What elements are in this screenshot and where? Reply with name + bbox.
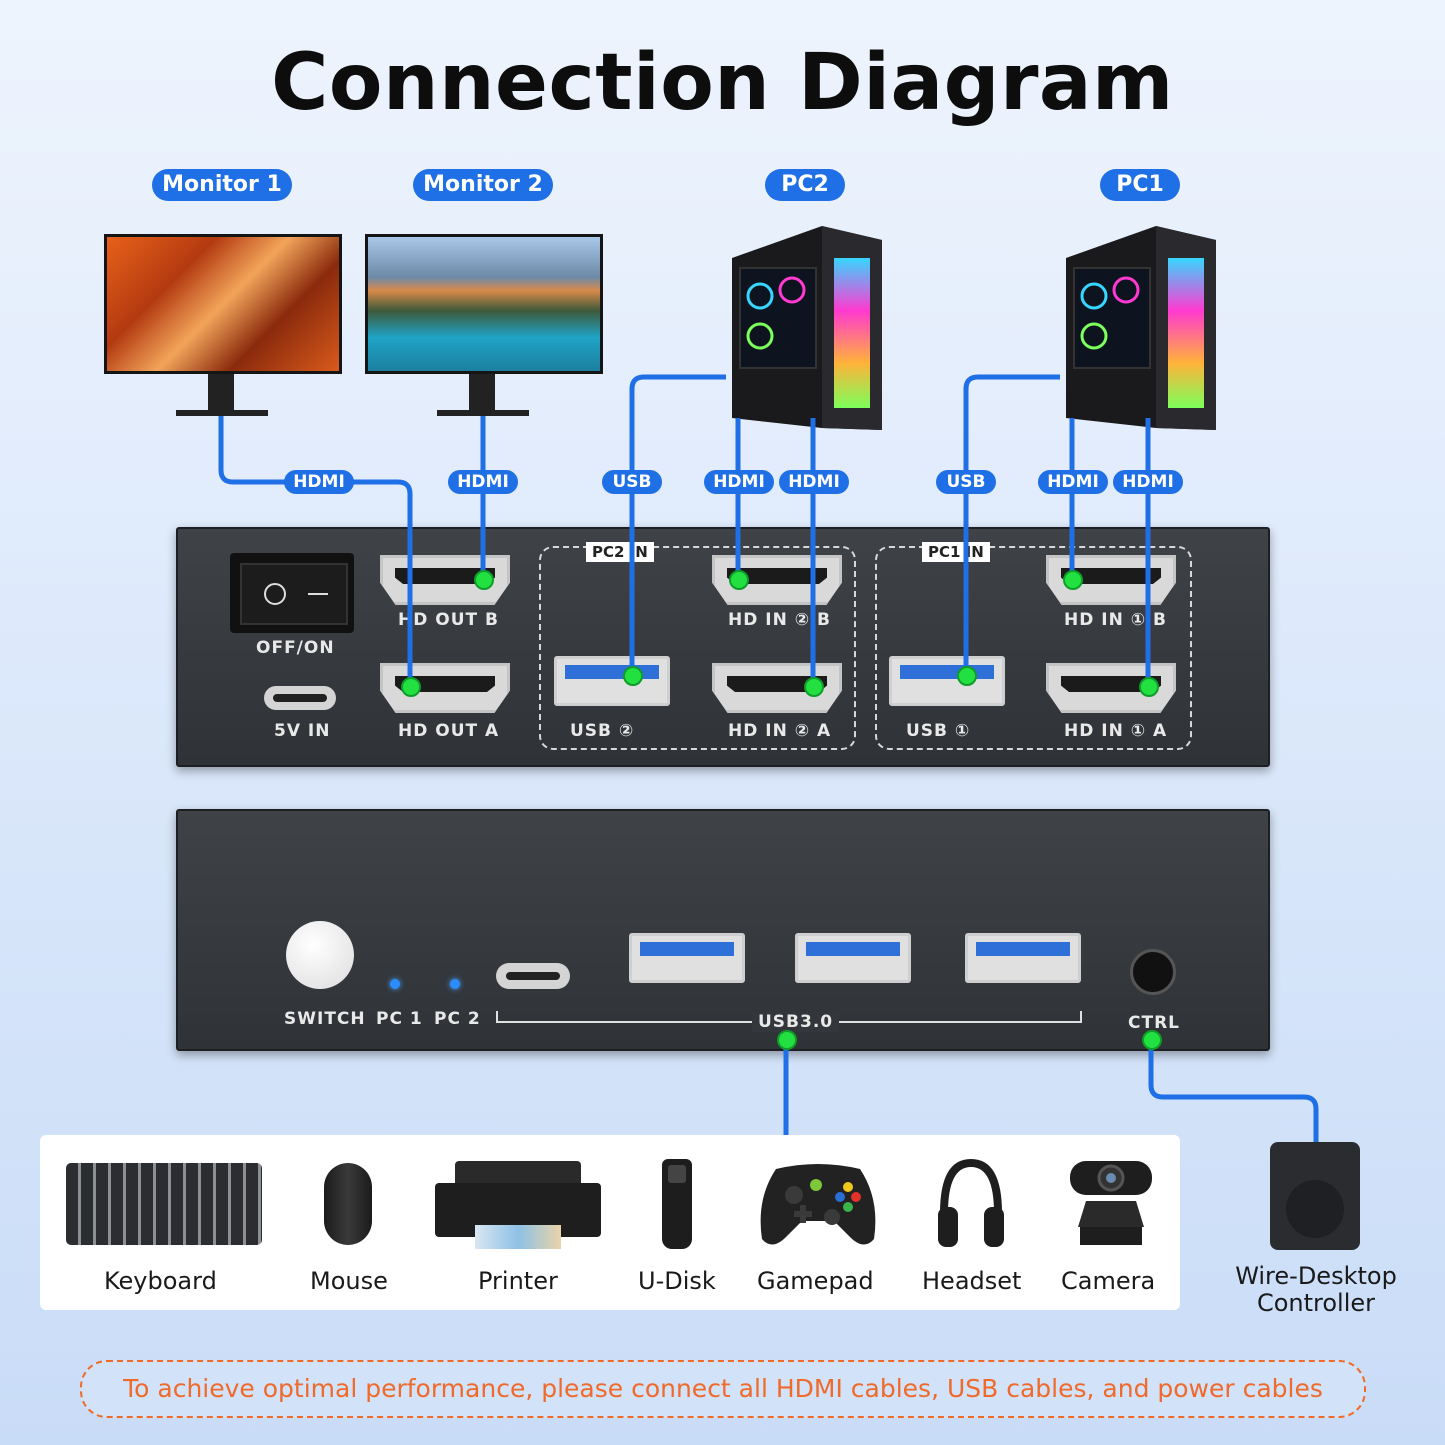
pc1-in-label: PC1 IN [922, 542, 990, 562]
ctrl-jack[interactable] [1130, 949, 1176, 995]
kvm-front-panel: SWITCH PC 1 PC 2 USB3.0 CTRL [176, 809, 1270, 1051]
device-label-keyboard: Keyboard [104, 1267, 217, 1295]
power-switch[interactable] [230, 553, 354, 633]
peripheral-devices-card: Keyboard Mouse Printer U-Disk Gamepad He… [40, 1135, 1180, 1310]
pc2-in-label: PC2 IN [586, 542, 654, 562]
controller-label-line1: Wire-Desktop [1235, 1262, 1397, 1290]
device-label-gamepad: Gamepad [757, 1267, 874, 1295]
camera-icon [1070, 1161, 1152, 1245]
front-usb-port-3[interactable] [965, 933, 1081, 983]
power-off-icon [264, 583, 286, 605]
pc1-tower [1066, 226, 1216, 430]
device-label-printer: Printer [478, 1267, 558, 1295]
dot-hd-in-1b [1063, 570, 1083, 590]
hdmi-tag-monitor2: HDMI [448, 470, 518, 494]
performance-notice: To achieve optimal performance, please c… [80, 1360, 1366, 1418]
monitor1-pill: Monitor 1 [152, 169, 292, 201]
switch-button[interactable] [286, 921, 354, 989]
hd-in-2b-label: HD IN ② B [728, 610, 831, 630]
hdmi-tag-pc1-b: HDMI [1038, 470, 1108, 494]
page-title: Connection Diagram [271, 38, 1174, 128]
monitor-2-base [437, 410, 529, 416]
wire-desktop-controller [1270, 1142, 1360, 1250]
hd-in-1a-label: HD IN ① A [1064, 721, 1168, 741]
dot-hd-in-1a [1139, 677, 1159, 697]
usb1-label: USB ① [906, 721, 971, 741]
front-usb-port-2[interactable] [795, 933, 911, 983]
cable-controller [1148, 1038, 1319, 1142]
pc1-pill: PC1 [1100, 169, 1180, 201]
hd-out-a-label: HD OUT A [398, 721, 500, 741]
hd-in-2a-port[interactable] [712, 663, 842, 713]
monitor-1-base [176, 410, 268, 416]
headset-icon [938, 1158, 1004, 1247]
device-label-mouse: Mouse [310, 1267, 388, 1295]
usb3-label: USB3.0 [752, 1012, 840, 1032]
dot-usb2 [623, 666, 643, 686]
usb2-label: USB ② [570, 721, 635, 741]
pc1-led-icon [390, 979, 400, 989]
usb-bracket-left [496, 1011, 498, 1023]
monitor-2-screen [365, 234, 603, 374]
dot-hd-out-a [401, 677, 421, 697]
pc1-led-label: PC 1 [376, 1009, 423, 1029]
usb-c-power-port[interactable] [264, 686, 336, 710]
monitor-2-stand [469, 374, 495, 412]
monitor-1-screen [104, 234, 342, 374]
power-switch-label: OFF/ON [256, 638, 335, 658]
front-usb-port-1[interactable] [629, 933, 745, 983]
monitor2-pill: Monitor 2 [413, 169, 553, 201]
controller-label-line2: Controller [1256, 1289, 1376, 1317]
hdmi-tag-pc2-b: HDMI [704, 470, 774, 494]
dot-hd-in-2a [804, 677, 824, 697]
dot-usb1 [957, 666, 977, 686]
hd-in-2b-port[interactable] [712, 555, 842, 605]
ctrl-label: CTRL [1128, 1013, 1180, 1033]
gamepad-icon [760, 1164, 876, 1245]
hd-in-1b-label: HD IN ① B [1064, 610, 1167, 630]
hdmi-tag-monitor1: HDMI [284, 470, 354, 494]
printer-icon [435, 1161, 601, 1249]
kvm-rear-panel: OFF/ON 5V IN HD OUT B HD OUT A PC2 IN US… [176, 527, 1270, 767]
dot-hd-out-b [474, 570, 494, 590]
monitor-1-stand [208, 374, 234, 412]
hd-in-2a-label: HD IN ② A [728, 721, 832, 741]
pc2-led-label: PC 2 [434, 1009, 481, 1029]
mouse-icon [324, 1163, 372, 1245]
hd-out-a-port[interactable] [380, 663, 510, 713]
hdmi-tag-pc1-a: HDMI [1113, 470, 1183, 494]
pc2-tower [732, 226, 882, 430]
usb1-port[interactable] [889, 656, 1005, 706]
hdmi-tag-pc2-a: HDMI [779, 470, 849, 494]
usb-bracket-right [1080, 1011, 1082, 1023]
u-disk-icon [662, 1159, 692, 1249]
controller-button-icon [1286, 1180, 1344, 1238]
device-label-u-disk: U-Disk [638, 1267, 716, 1295]
dot-hd-in-2b [729, 570, 749, 590]
hd-out-b-label: HD OUT B [398, 610, 499, 630]
front-usb-c-port[interactable] [496, 963, 570, 989]
power-in-label: 5V IN [274, 721, 331, 741]
switch-label: SWITCH [284, 1009, 366, 1029]
device-label-camera: Camera [1061, 1267, 1156, 1295]
keyboard-icon [66, 1163, 262, 1245]
usb2-port[interactable] [554, 656, 670, 706]
dot-ctrl [1142, 1030, 1162, 1050]
device-label-headset: Headset [922, 1267, 1022, 1295]
pc2-led-icon [450, 979, 460, 989]
power-on-icon [308, 593, 328, 595]
usb-tag-pc2: USB [602, 470, 662, 494]
pc2-pill: PC2 [765, 169, 845, 201]
usb-tag-pc1: USB [936, 470, 996, 494]
dot-front-usb [777, 1030, 797, 1050]
